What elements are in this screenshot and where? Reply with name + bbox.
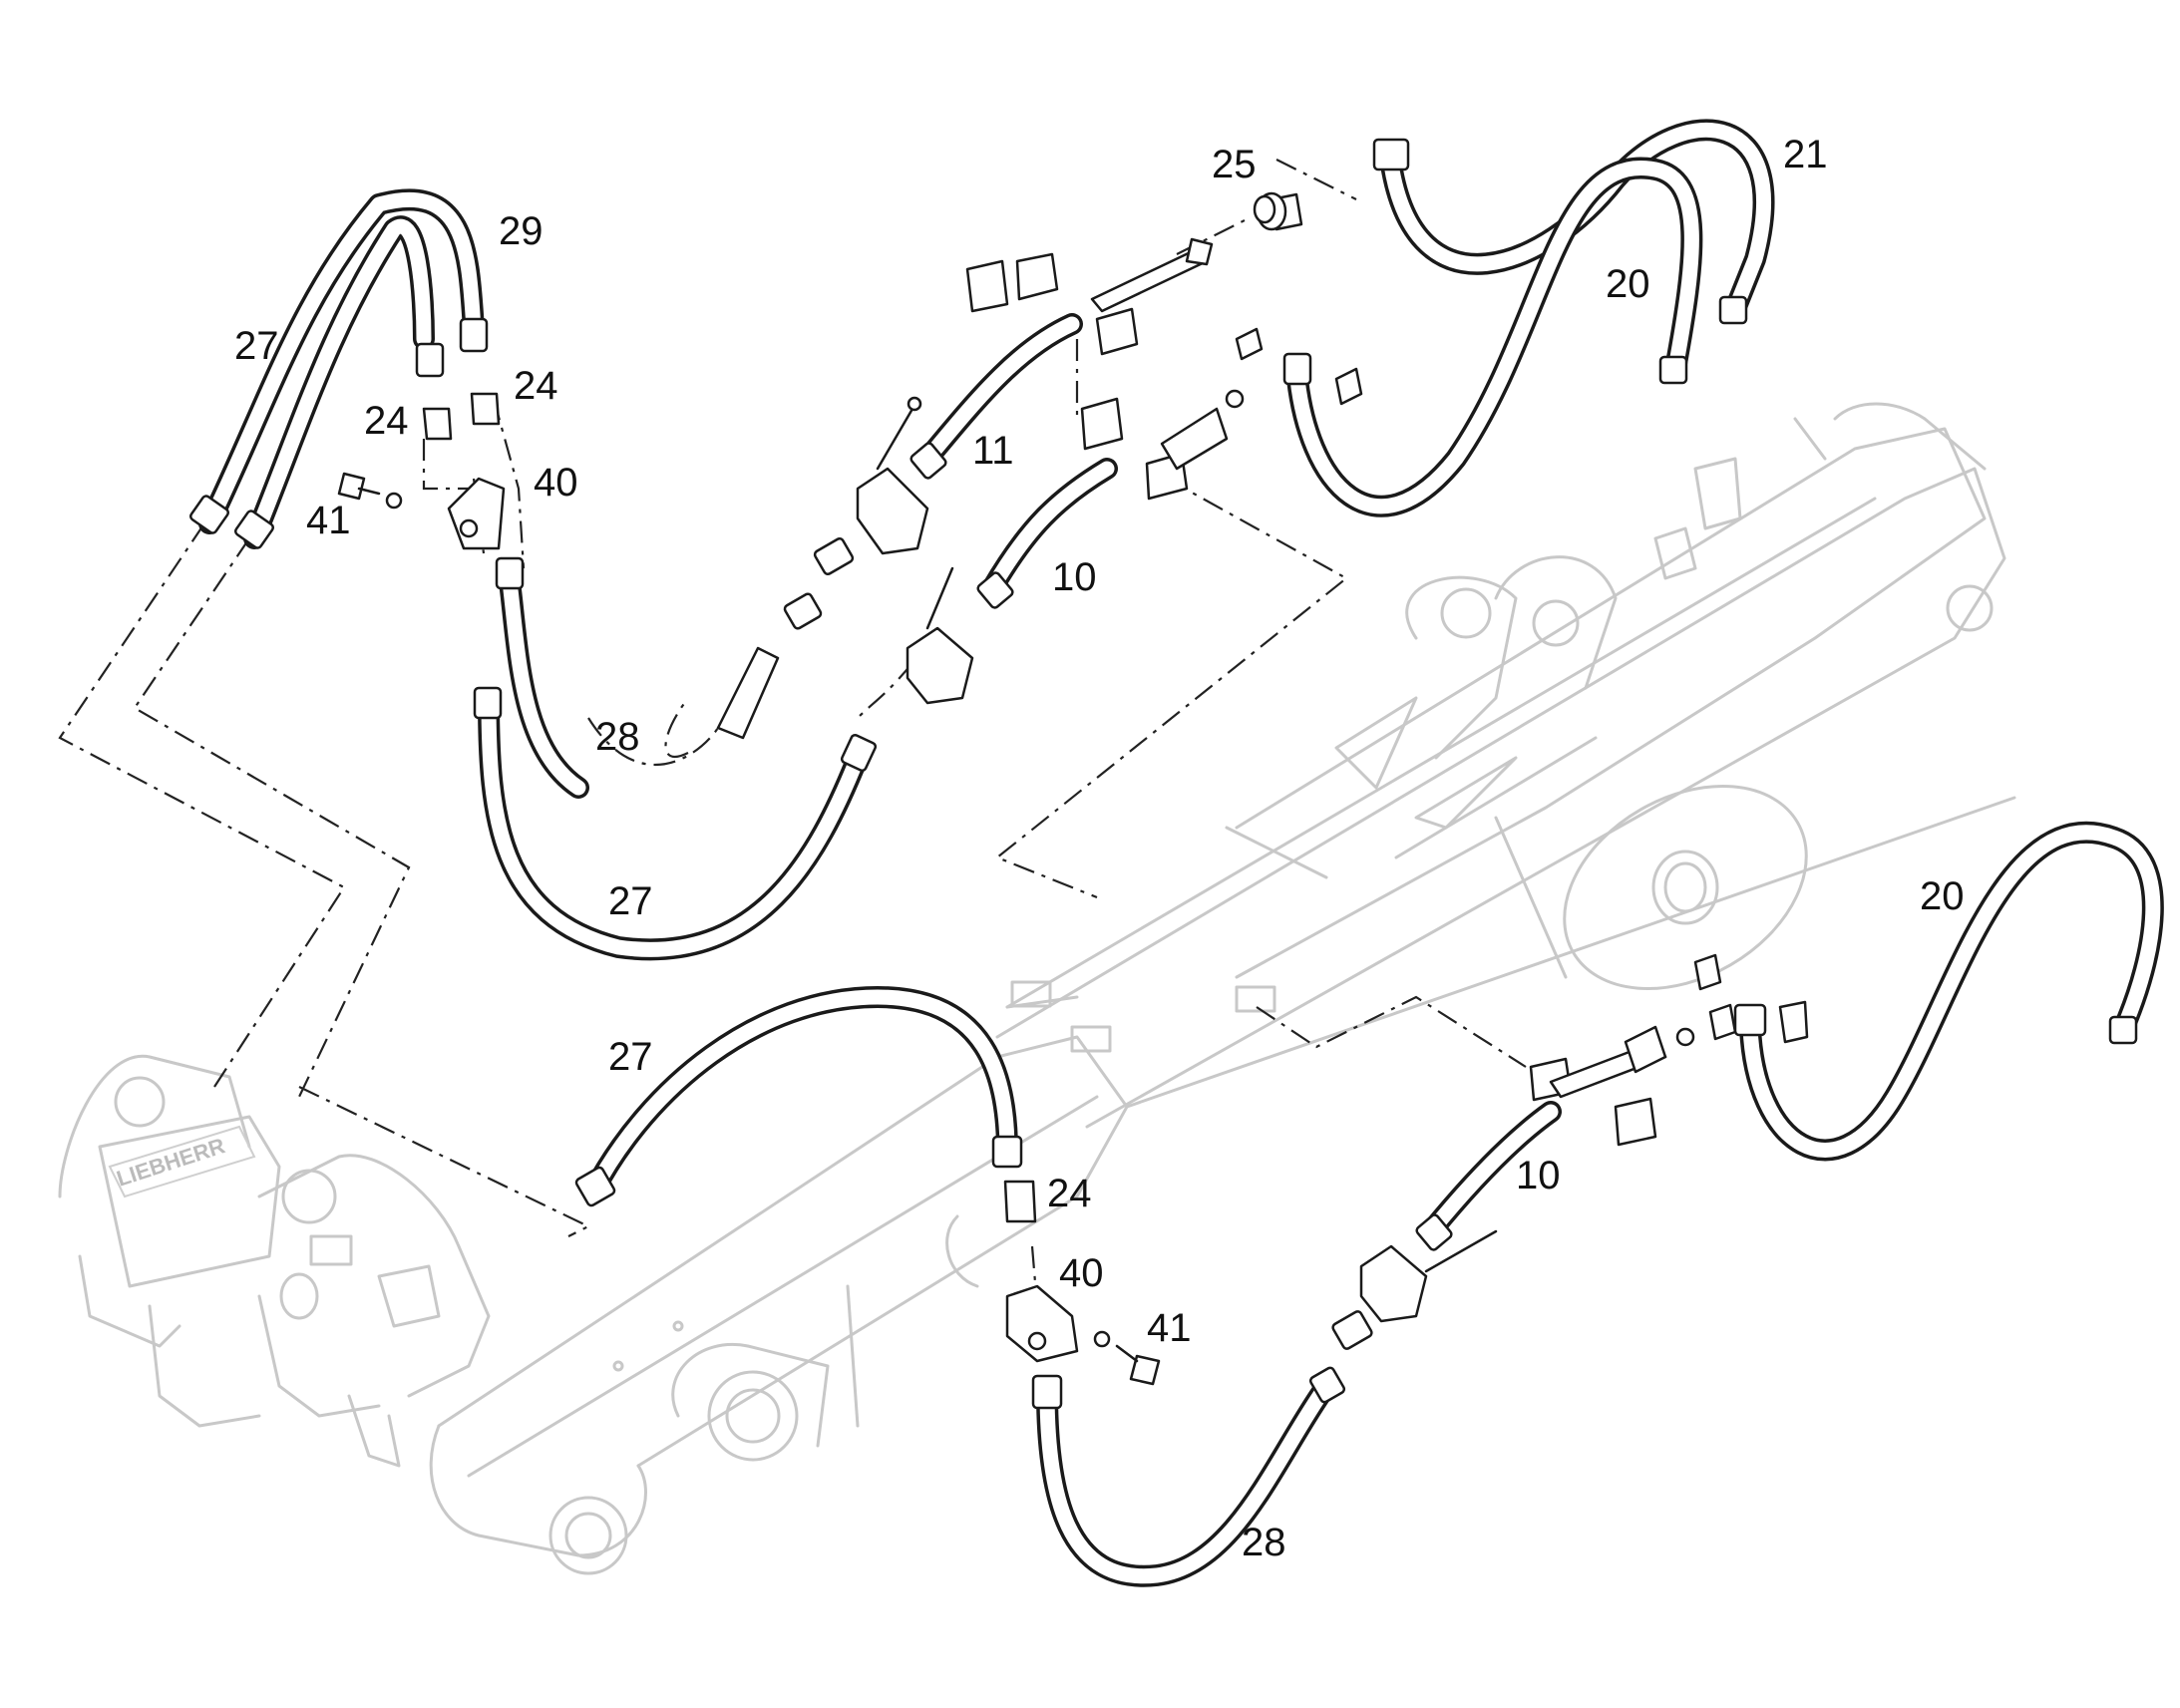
callout-41-bottom: 41 <box>1147 1306 1192 1350</box>
callout-11: 11 <box>972 429 1014 473</box>
callouts: 29 27 24 24 40 41 25 21 20 11 10 28 27 2… <box>234 133 1965 1564</box>
hose-27-top <box>498 562 589 799</box>
hose-11 <box>916 313 1083 470</box>
hose-10-top <box>981 458 1118 599</box>
valve-upper <box>716 396 929 740</box>
callout-25: 25 <box>1212 143 1257 186</box>
callout-41-top: 41 <box>306 499 351 542</box>
callout-27-lower: 27 <box>608 1035 653 1079</box>
callout-24-lower: 24 <box>1047 1172 1092 1215</box>
callout-40-top: 40 <box>534 461 578 505</box>
callout-20-top: 20 <box>1606 262 1650 306</box>
callout-27-top-left: 27 <box>234 324 279 368</box>
callout-29: 29 <box>499 209 544 253</box>
spring-25 <box>1253 191 1287 231</box>
callout-27-middle: 27 <box>608 879 653 923</box>
clamp-parts-upper <box>965 192 1363 501</box>
hose-28-bottom <box>1036 1375 1337 1587</box>
adapter-24-parts <box>422 392 1037 1223</box>
callout-21: 21 <box>1783 133 1828 176</box>
hose-20-right <box>1739 821 2164 1162</box>
valve-middle <box>906 566 974 705</box>
callout-20-right: 20 <box>1920 874 1965 918</box>
ghost-quick-coupler: LIEBHERR <box>58 1054 491 1468</box>
callout-28-top: 28 <box>595 715 640 759</box>
bolt-41-parts <box>337 472 1161 1386</box>
hose-27-lower <box>582 986 1018 1202</box>
callout-10-top: 10 <box>1052 555 1097 599</box>
valve-lower <box>1331 1229 1498 1350</box>
hose-20-top <box>1285 157 1703 517</box>
ghost-stick-lower <box>429 796 2016 1575</box>
hose-10-bottom <box>1420 1101 1562 1242</box>
callout-24-left: 24 <box>364 399 409 443</box>
fitting-nuts <box>189 138 2138 1410</box>
bracket-40-parts <box>447 477 1079 1363</box>
callout-28-bottom: 28 <box>1242 1521 1286 1564</box>
hose-29 <box>198 188 485 549</box>
clamp-parts-lower <box>1529 953 1809 1147</box>
callout-10-bottom: 10 <box>1516 1154 1561 1197</box>
callout-24-right: 24 <box>514 364 558 408</box>
callout-40-bottom: 40 <box>1059 1251 1104 1295</box>
ghost-stick-upper <box>995 402 2006 1129</box>
hose-27-middle <box>478 687 869 961</box>
